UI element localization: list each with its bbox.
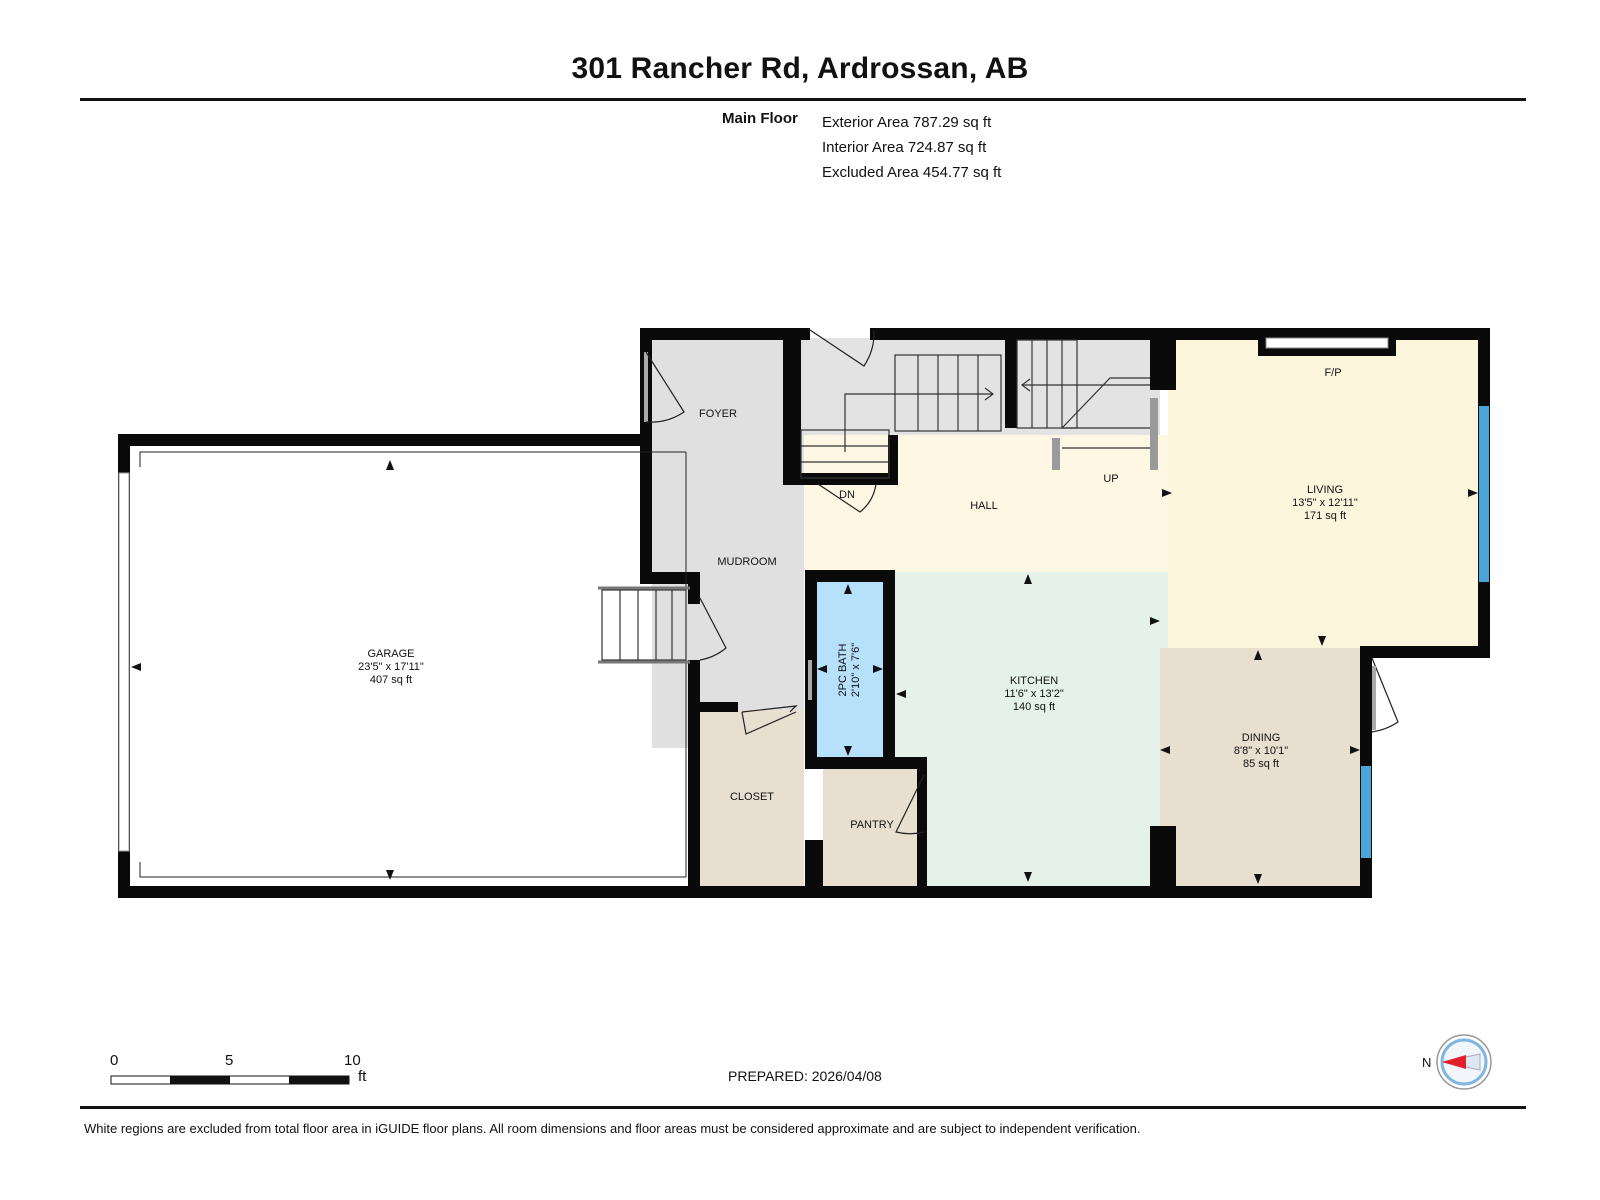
interior-area: Interior Area 724.87 sq ft (822, 139, 987, 156)
stairs (598, 339, 1158, 664)
fireplace-label: F/P (1324, 367, 1341, 379)
room-fills (652, 338, 1478, 887)
compass (1436, 1034, 1492, 1090)
closet-fill (700, 710, 804, 887)
doors (644, 329, 1399, 835)
wall-closet-left (688, 660, 700, 896)
scale-bar (110, 1075, 350, 1085)
bath-label: 2PC BATH (837, 643, 849, 696)
wall-living-left (1150, 328, 1176, 390)
prepared-date: PREPARED: 2026/04/08 (728, 1068, 882, 1084)
wall-foyer-left (640, 328, 652, 582)
wall-fp-left (1258, 338, 1266, 354)
garage-dims: 23'5" x 17'11" (358, 661, 424, 673)
dimension-markers (131, 460, 1478, 884)
bottom-rule (80, 1106, 1526, 1109)
garage-area: 407 sq ft (370, 674, 412, 686)
dining-fill (1160, 648, 1372, 887)
wall-pantry-left (805, 840, 823, 890)
wall-stair-left (783, 328, 801, 483)
wall-bath-top (805, 570, 895, 582)
kitchen-dims: 11'6" x 13'2" (1004, 688, 1064, 700)
down-label: DN (839, 489, 855, 501)
mudroom-lower-fill (700, 572, 804, 710)
compass-needle-icon (1442, 1055, 1466, 1069)
mudroom-label: MUDROOM (717, 556, 776, 568)
pantry-fill (823, 767, 923, 887)
fp-glass (1265, 337, 1389, 349)
kitchen-label: KITCHEN (1010, 675, 1058, 687)
wall-stair-mid (888, 435, 898, 485)
kitchen-fill (893, 572, 1168, 887)
wall-fp-right (1388, 338, 1396, 354)
wall-mudroom-step (640, 572, 700, 584)
compass-north-label: N (1422, 1055, 1432, 1070)
excluded-area: Excluded Area 454.77 sq ft (822, 164, 1002, 181)
bath-dims: 2'10" x 7'6" (850, 643, 862, 697)
exterior-area: Exterior Area 787.29 sq ft (822, 114, 992, 131)
living-area: 171 sq ft (1304, 510, 1346, 522)
disclaimer: White regions are excluded from total fl… (84, 1121, 1141, 1136)
hall-fill (804, 435, 1168, 572)
wall-top-main (870, 328, 1490, 340)
scale-five: 5 (225, 1052, 234, 1069)
stair-run-a (894, 354, 1002, 432)
dining-window (1361, 766, 1371, 858)
hall-label: HALL (970, 500, 998, 512)
wall-right-step (1360, 646, 1490, 658)
wall-stair-bottom (783, 473, 898, 485)
wall-mudroom-left (688, 572, 700, 604)
garage-door-left (118, 472, 130, 852)
scale-zero: 0 (110, 1052, 119, 1069)
foyer-label: FOYER (699, 408, 737, 420)
dining-dims: 8'8" x 10'1" (1234, 745, 1288, 757)
living-window (1479, 406, 1489, 582)
wall-bath-bottom (805, 757, 925, 769)
dining-area: 85 sq ft (1243, 758, 1279, 770)
stair-run-b (800, 429, 890, 479)
dining-label: DINING (1242, 732, 1281, 744)
windows (118, 337, 1489, 858)
wall-top-foyer (640, 328, 810, 340)
garage-lines (139, 451, 687, 878)
wall-closet-top (688, 702, 738, 712)
scale-unit: ft (358, 1068, 367, 1085)
living-dims: 13'5" x 12'11" (1292, 497, 1358, 509)
wall-bath-right (883, 570, 895, 760)
plan-title: 301 Rancher Rd, Ardrossan, AB (571, 52, 1029, 85)
living-low-fill (1168, 572, 1468, 648)
floor-label: Main Floor (722, 110, 798, 127)
up-label: UP (1103, 473, 1118, 485)
area-summary: Exterior Area 787.29 sq ft Interior Area… (822, 110, 1001, 185)
wall-stair-div (1005, 328, 1017, 428)
kitchen-area: 140 sq ft (1013, 701, 1055, 713)
pantry-label: PANTRY (850, 819, 894, 831)
living-label: LIVING (1307, 484, 1343, 496)
top-rule (80, 98, 1526, 101)
bath-fill (817, 582, 883, 757)
garage-label: GARAGE (367, 648, 414, 660)
wall-kitchen-divider (1150, 826, 1176, 890)
room-labels: FOYER MUDROOM HALL DN UP F/P LIVING 13'5… (358, 367, 1358, 831)
closet-label: CLOSET (730, 791, 774, 803)
garage-steps (601, 589, 687, 661)
wall-pantry-right (917, 757, 927, 887)
wall-bottom (118, 886, 1372, 898)
scale-ten: 10 (344, 1052, 361, 1069)
wall-fp-bottom (1258, 348, 1396, 356)
wall-garage-top (118, 434, 642, 446)
